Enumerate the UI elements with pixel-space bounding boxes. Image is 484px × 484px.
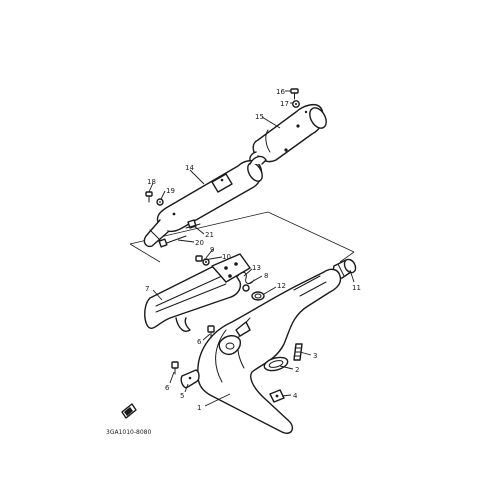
part-5-clip [180,369,200,389]
callout-18: 18 [147,178,156,186]
callout-19: 19 [166,187,175,195]
part-9-washer [202,258,210,266]
part-13-spring [237,271,255,285]
assembly-frame [129,211,355,263]
leader-lines [148,90,355,407]
callout-2: 2 [295,366,299,374]
part-20-bolt [158,235,187,248]
part-6-bolt-lower [171,361,179,375]
front-direction-icon [121,403,137,419]
part-gasket [263,356,289,372]
callout-11: 11 [352,284,361,292]
callout-6-lower: 6 [165,384,170,392]
part-17-washer [292,100,300,108]
part-18-bolt [145,191,153,203]
callout-21: 21 [205,231,214,239]
callout-6-upper: 6 [197,338,202,346]
callout-9: 9 [210,246,214,254]
callout-13: 13 [252,264,261,272]
part-6-bolt-upper [207,325,215,339]
callout-20: 20 [195,239,204,247]
part-expansion-chamber [197,268,342,434]
callout-7: 7 [145,285,149,293]
callout-8: 8 [264,272,268,280]
callout-12: 12 [277,282,286,290]
part-8-washer [242,284,250,292]
callout-4: 4 [293,392,298,400]
callout-15: 15 [255,113,264,121]
callout-14: 14 [185,164,194,172]
callout-labels: 1 2 3 4 5 6 6 7 8 9 10 11 12 13 14 15 16… [145,88,361,412]
part-tailpipe-end-cap [249,103,327,164]
part-19-washer [156,198,164,206]
part-silencer [143,155,267,248]
figure-code: 3GA1010-8080 [106,429,151,436]
callout-10: 10 [222,253,231,261]
callout-3: 3 [313,352,317,360]
part-12-damper [251,291,265,301]
callout-16: 16 [276,88,285,96]
part-16-bolt [290,88,299,100]
part-nut [269,389,285,403]
part-10-bolt [195,255,203,262]
callout-5: 5 [180,392,184,400]
callout-1: 1 [197,404,201,412]
callout-17: 17 [280,100,289,108]
part-stay-bracket [144,253,251,332]
